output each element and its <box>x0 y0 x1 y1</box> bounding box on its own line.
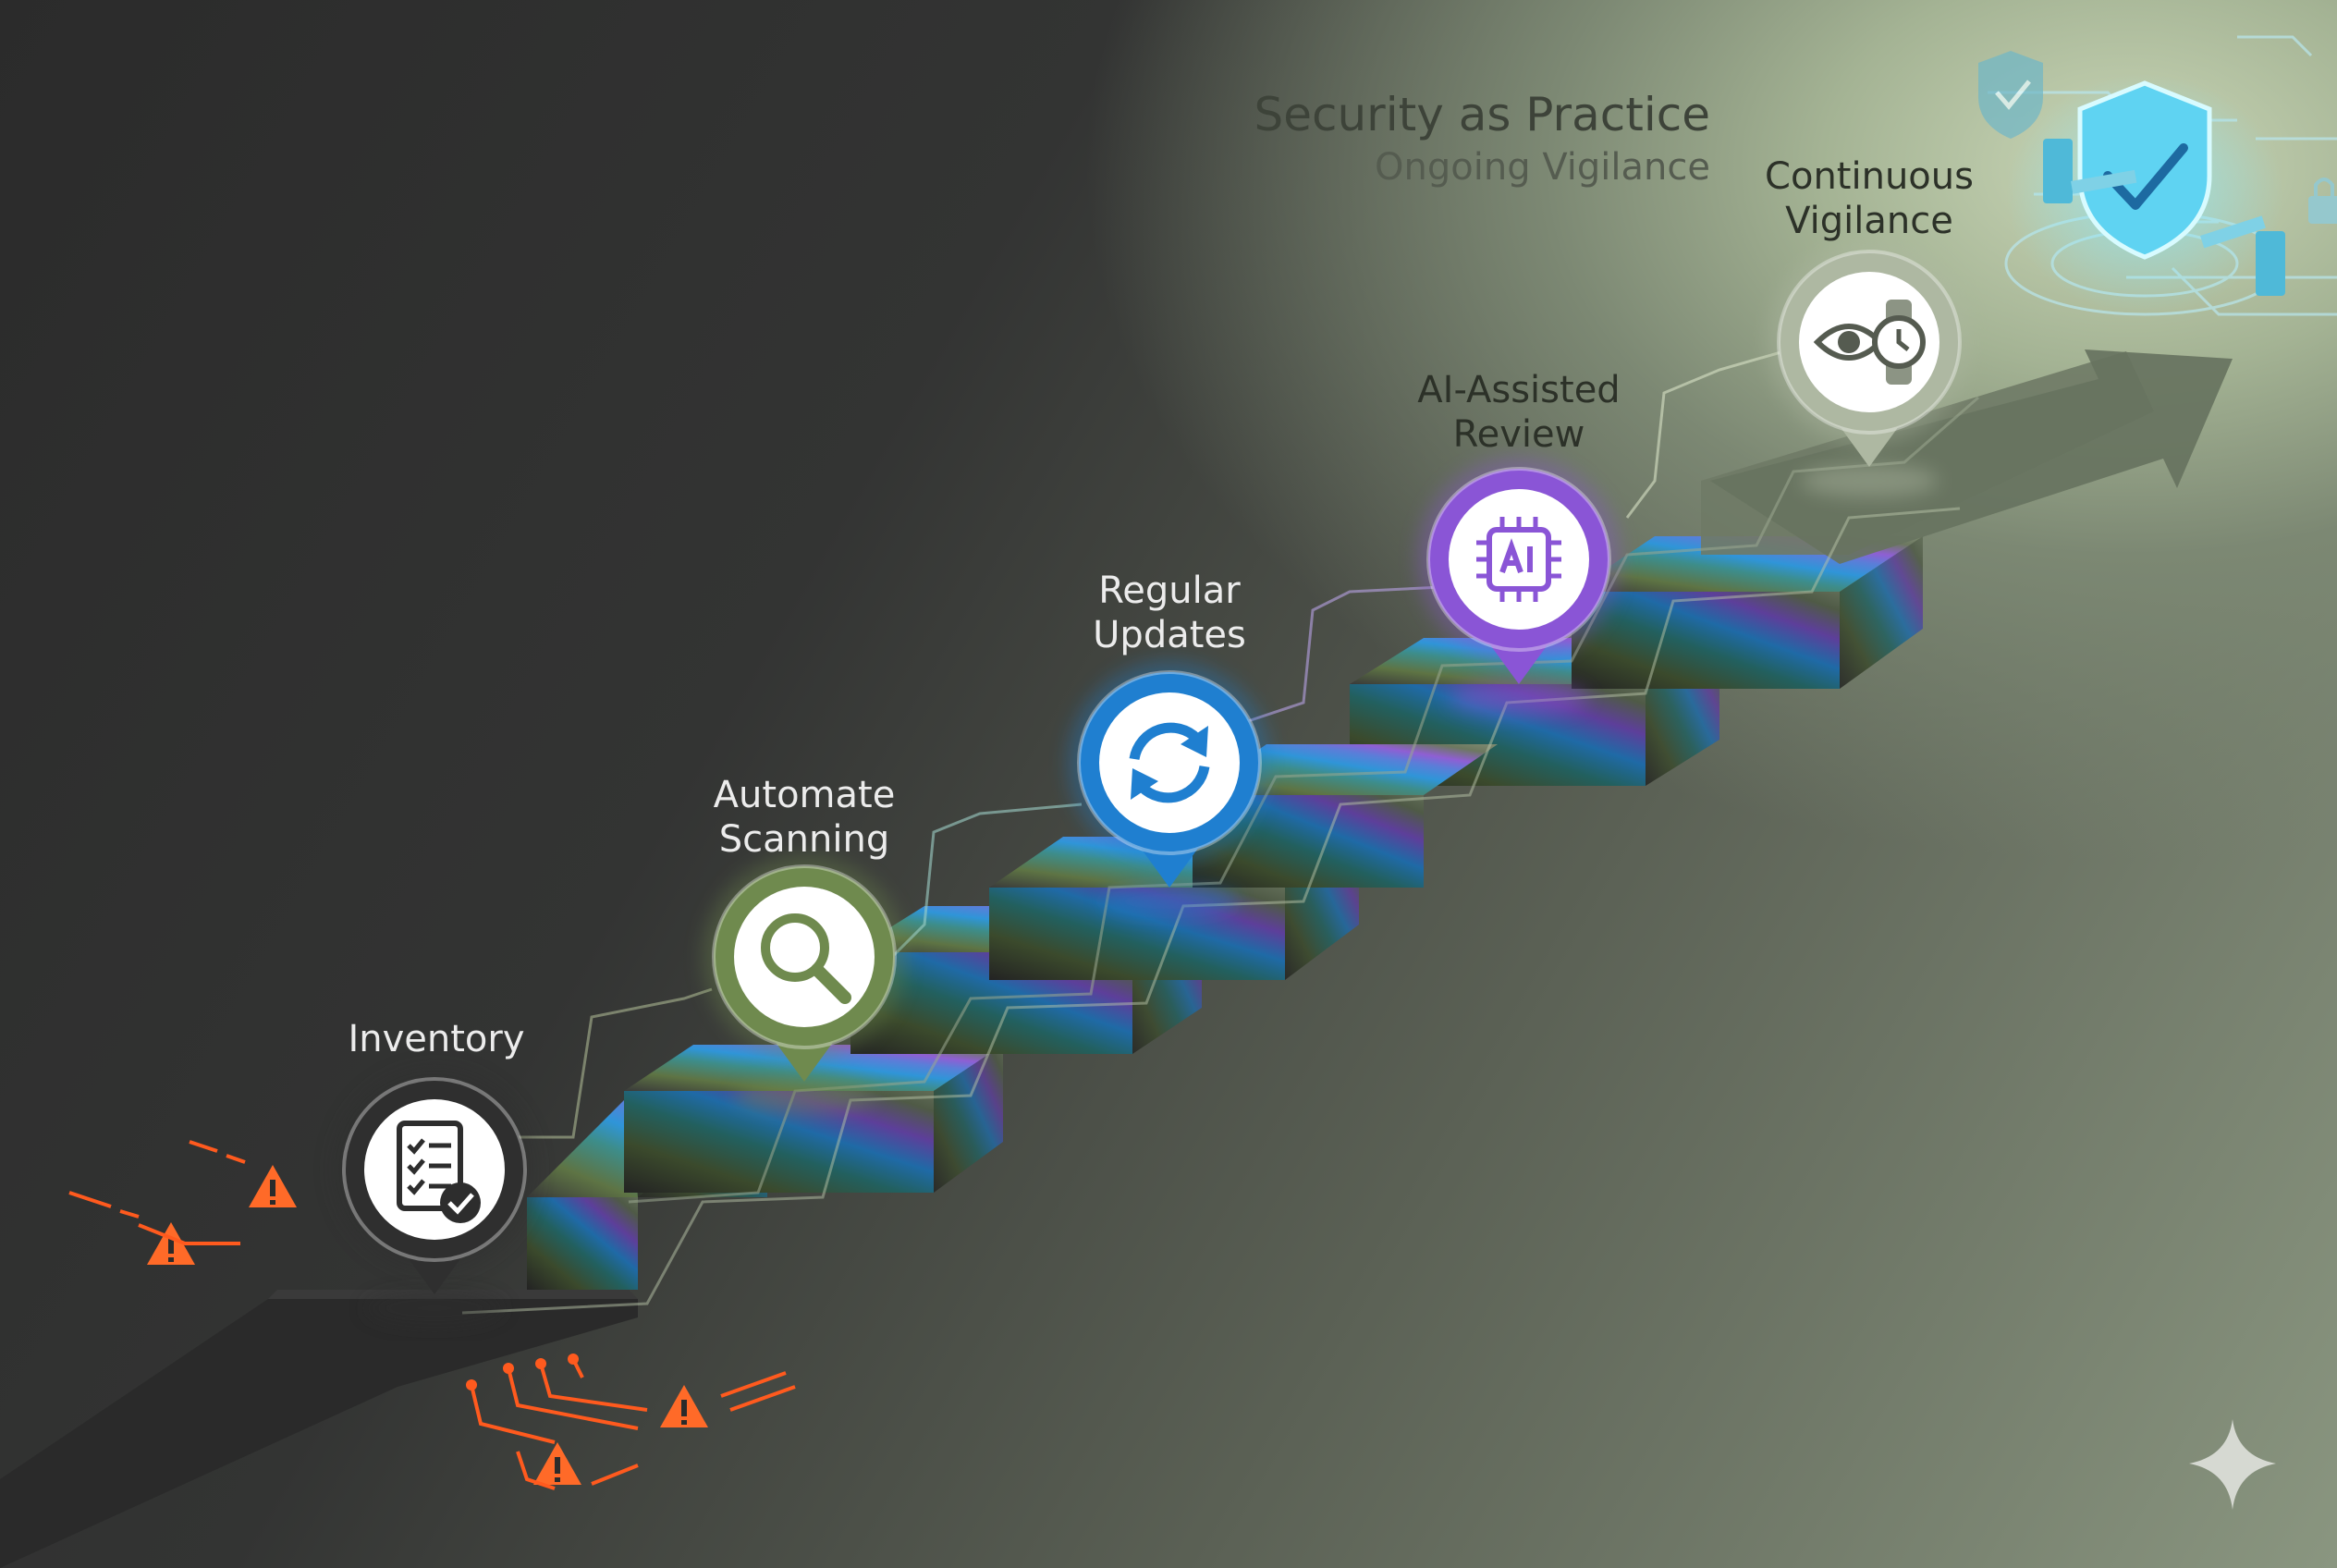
ai-chip-icon <box>1476 517 1561 602</box>
warning-triangle-icon <box>249 1165 297 1207</box>
shield-check-icon <box>1978 51 2043 139</box>
eye-watch-icon <box>1813 300 1926 385</box>
step-label-automate-scanning: Automate Scanning <box>713 774 896 861</box>
sparkle-icon <box>2189 1419 2276 1510</box>
progress-arrow <box>1710 349 2233 564</box>
step-pin-3 <box>1068 661 1271 918</box>
circuit-lines <box>461 349 1979 1315</box>
step-pin-1 <box>333 1068 536 1325</box>
ground-ledge <box>0 1299 638 1568</box>
refresh-icon <box>1129 722 1210 803</box>
step-label-regular-updates: Regular Updates <box>1093 570 1246 656</box>
step-label-ai-assisted-review: AI-Assisted Review <box>1417 369 1621 456</box>
step-pin-5 <box>1768 240 1971 497</box>
step-label-continuous-vigilance: Continuous Vigilance <box>1765 155 1974 242</box>
warning-triangle-icon <box>533 1442 581 1485</box>
lock-icon <box>2308 178 2337 224</box>
warning-triangle-icon <box>660 1385 708 1427</box>
checklist-icon <box>397 1121 481 1223</box>
shield-check-icon <box>2077 80 2212 260</box>
diagram-subtitle: Ongoing Vigilance <box>1375 146 1710 189</box>
step-pin-2 <box>703 855 906 1112</box>
warning-cluster <box>68 1140 796 1490</box>
step-label-inventory: Inventory <box>348 1018 525 1060</box>
security-shield-cluster <box>1978 35 2337 316</box>
warning-triangle-icon <box>147 1222 195 1265</box>
diagram-title: Security as Practice <box>1254 88 1710 141</box>
step-pin-4 <box>1417 458 1621 715</box>
magnifier-icon <box>761 913 851 1004</box>
